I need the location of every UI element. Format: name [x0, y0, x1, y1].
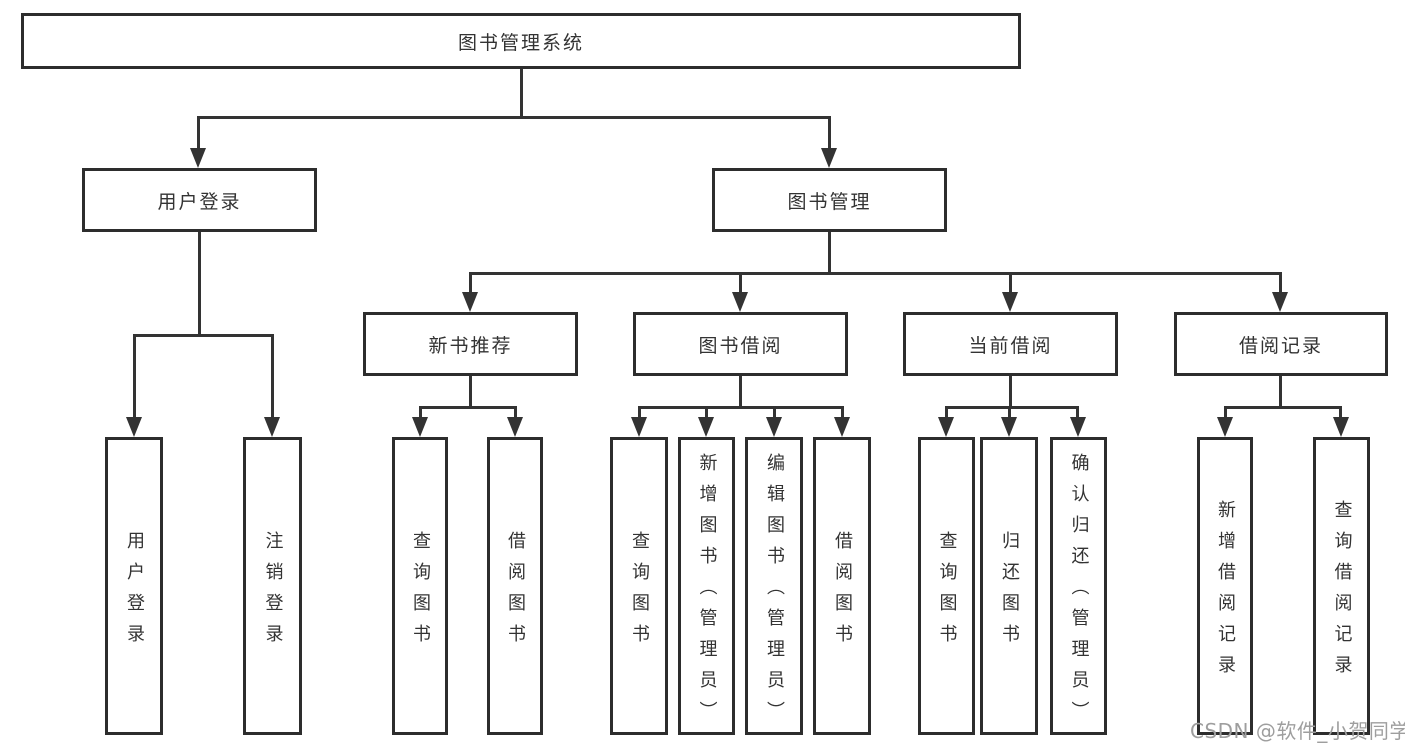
connector-line	[773, 406, 776, 420]
leaf-borrow-query-label: 查询图书	[629, 530, 650, 655]
connector-line	[1339, 406, 1342, 420]
watermark: CSDN @软件_小贺同学	[1190, 719, 1405, 743]
leaf-newbook-query: 查询图书	[392, 437, 448, 735]
leaf-borrow-borrow-label: 借阅图书	[832, 530, 853, 655]
node-user-login: 用户登录	[82, 168, 317, 232]
connector-line	[828, 116, 831, 150]
arrow-down-icon	[507, 417, 523, 437]
leaf-current-return-label: 归还图书	[999, 530, 1020, 655]
connector-line	[841, 406, 844, 420]
connector-line	[638, 406, 641, 420]
leaf-current-return: 归还图书	[980, 437, 1038, 735]
connector-line	[520, 69, 523, 117]
arrow-down-icon	[1333, 417, 1349, 437]
leaf-current-query-label: 查询图书	[936, 530, 958, 655]
connector-line	[133, 334, 136, 420]
connector-line	[1279, 272, 1282, 294]
leaf-current-confirm: 确认归还（管理员）	[1050, 437, 1107, 735]
arrow-down-icon	[462, 292, 478, 312]
connector-line	[514, 406, 517, 420]
arrow-down-icon	[1272, 292, 1288, 312]
node-root-label: 图书管理系统	[457, 31, 584, 54]
arrow-down-icon	[412, 417, 428, 437]
node-current-borrow: 当前借阅	[903, 312, 1118, 376]
node-user-login-label: 用户登录	[157, 190, 242, 213]
arrow-down-icon	[1070, 417, 1086, 437]
leaf-borrow-add-label: 新增图书（管理员）	[696, 453, 718, 732]
connector-line	[945, 406, 948, 420]
arrow-down-icon	[190, 148, 206, 168]
connector-line	[197, 116, 200, 150]
arrow-down-icon	[631, 417, 647, 437]
node-borrow-records: 借阅记录	[1174, 312, 1388, 376]
node-book-mgmt: 图书管理	[712, 168, 947, 232]
arrow-down-icon	[938, 417, 954, 437]
leaf-records-add: 新增借阅记录	[1197, 437, 1253, 735]
connector-line	[1224, 406, 1342, 409]
connector-line	[197, 116, 831, 119]
connector-line	[469, 272, 1282, 275]
connector-line	[739, 272, 742, 294]
arrow-down-icon	[698, 417, 714, 437]
leaf-current-query: 查询图书	[918, 437, 975, 735]
node-borrow-records-label: 借阅记录	[1238, 334, 1323, 357]
leaf-user-login-label: 用户登录	[124, 530, 145, 655]
leaf-newbook-borrow: 借阅图书	[487, 437, 543, 735]
leaf-newbook-query-label: 查询图书	[410, 530, 431, 655]
node-book-borrow: 图书借阅	[633, 312, 848, 376]
leaf-newbook-borrow-label: 借阅图书	[505, 530, 526, 655]
connector-line	[1008, 406, 1011, 420]
node-new-book-label: 新书推荐	[428, 334, 513, 357]
connector-line	[419, 406, 516, 409]
node-current-borrow-label: 当前借阅	[968, 334, 1053, 357]
arrow-down-icon	[732, 292, 748, 312]
leaf-borrow-add: 新增图书（管理员）	[678, 437, 735, 735]
leaf-logout-label: 注销登录	[262, 530, 284, 655]
node-new-book: 新书推荐	[363, 312, 578, 376]
connector-line	[828, 232, 831, 274]
arrow-down-icon	[264, 417, 280, 437]
connector-line	[469, 272, 472, 294]
leaf-current-confirm-label: 确认归还（管理员）	[1068, 453, 1090, 732]
node-root: 图书管理系统	[21, 13, 1021, 69]
leaf-borrow-query: 查询图书	[610, 437, 668, 735]
leaf-borrow-edit-label: 编辑图书（管理员）	[764, 453, 785, 732]
connector-line	[198, 232, 201, 336]
connector-line	[1009, 272, 1012, 294]
connector-line	[271, 334, 274, 420]
leaf-borrow-edit: 编辑图书（管理员）	[745, 437, 803, 735]
connector-line	[1224, 406, 1227, 420]
arrow-down-icon	[126, 417, 142, 437]
connector-line	[945, 406, 1079, 409]
connector-line	[1009, 376, 1012, 408]
node-book-borrow-label: 图书借阅	[698, 334, 783, 357]
leaf-records-add-label: 新增借阅记录	[1215, 499, 1236, 686]
connector-line	[739, 376, 742, 408]
arrow-down-icon	[821, 148, 837, 168]
leaf-records-query-label: 查询借阅记录	[1331, 499, 1353, 686]
arrow-down-icon	[766, 417, 782, 437]
arrow-down-icon	[1217, 417, 1233, 437]
connector-line	[1279, 376, 1282, 408]
arrow-down-icon	[1001, 417, 1017, 437]
leaf-borrow-borrow: 借阅图书	[813, 437, 871, 735]
connector-line	[469, 376, 472, 408]
leaf-user-login: 用户登录	[105, 437, 163, 735]
node-book-mgmt-label: 图书管理	[787, 190, 872, 213]
connector-line	[638, 406, 843, 409]
leaf-logout: 注销登录	[243, 437, 302, 735]
connector-line	[419, 406, 422, 420]
arrow-down-icon	[1002, 292, 1018, 312]
connector-line	[1076, 406, 1079, 420]
connector-line	[705, 406, 708, 420]
leaf-records-query: 查询借阅记录	[1313, 437, 1370, 735]
arrow-down-icon	[834, 417, 850, 437]
connector-line	[133, 334, 274, 337]
